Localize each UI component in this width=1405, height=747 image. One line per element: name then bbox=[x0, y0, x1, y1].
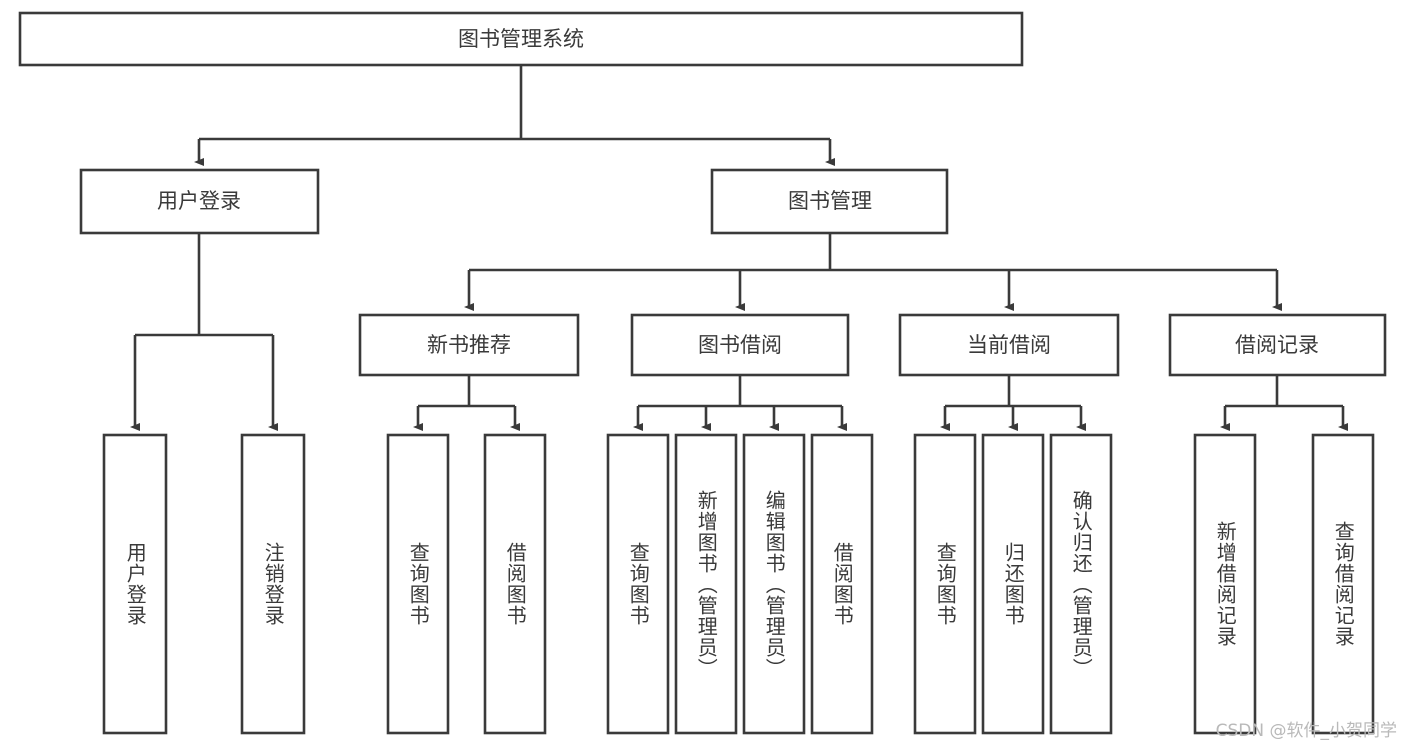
node-book-manage-label: 图书管理 bbox=[788, 189, 872, 213]
node-current-borrow-label: 当前借阅 bbox=[967, 333, 1051, 357]
nodes-layer: 图书管理系统 用户登录 图书管理 新书推荐 图书借阅 当前借阅 借阅记录 bbox=[18, 11, 1387, 377]
node-leaf-add-record[interactable] bbox=[1193, 433, 1257, 735]
leaves-layer bbox=[102, 433, 1375, 735]
node-book-borrow-label: 图书借阅 bbox=[698, 333, 782, 357]
node-leaf-logout[interactable] bbox=[240, 433, 306, 735]
node-root[interactable] bbox=[18, 11, 1024, 67]
node-root-label: 图书管理系统 bbox=[458, 27, 584, 51]
node-leaf-query-book-1[interactable] bbox=[386, 433, 450, 735]
node-leaf-edit-book[interactable] bbox=[742, 433, 806, 735]
node-borrow-record[interactable] bbox=[1168, 313, 1387, 377]
node-book-manage[interactable] bbox=[710, 168, 949, 235]
node-leaf-return-book[interactable] bbox=[981, 433, 1045, 735]
node-leaf-query-book-3[interactable] bbox=[913, 433, 977, 735]
edges-layer bbox=[130, 65, 1348, 431]
node-borrow-record-label: 借阅记录 bbox=[1235, 333, 1319, 357]
node-user-login-label: 用户登录 bbox=[157, 189, 241, 213]
node-leaf-query-record[interactable] bbox=[1311, 433, 1375, 735]
node-book-borrow[interactable] bbox=[630, 313, 850, 377]
node-leaf-user-login[interactable] bbox=[102, 433, 168, 735]
node-leaf-query-book-2[interactable] bbox=[606, 433, 670, 735]
node-leaf-borrow-book-1[interactable] bbox=[483, 433, 547, 735]
watermark-text: CSDN @软件_小贺同学 bbox=[1215, 721, 1397, 741]
node-leaf-borrow-book-2[interactable] bbox=[810, 433, 874, 735]
node-leaf-confirm-return[interactable] bbox=[1049, 433, 1113, 735]
node-current-borrow[interactable] bbox=[898, 313, 1120, 377]
node-user-login[interactable] bbox=[79, 168, 320, 235]
node-leaf-add-book[interactable] bbox=[674, 433, 738, 735]
node-new-book-recommend-label: 新书推荐 bbox=[427, 333, 511, 357]
node-new-book-recommend[interactable] bbox=[358, 313, 580, 377]
